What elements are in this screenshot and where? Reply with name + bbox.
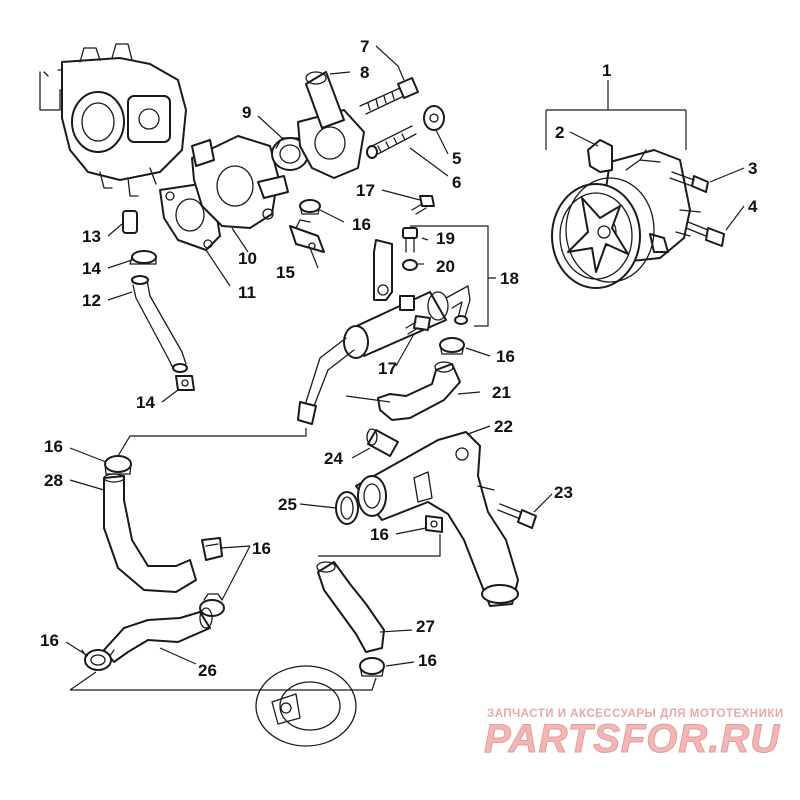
- leader-lines: [65, 45, 745, 691]
- clamp-16-housing: [299, 199, 321, 215]
- clamp-16-right: [439, 337, 465, 355]
- callout-16-housing: 16: [352, 215, 371, 234]
- callout-22: 22: [494, 417, 513, 436]
- callout-3: 3: [748, 159, 757, 178]
- sensor-15: [289, 219, 325, 253]
- callout-17-upper: 17: [356, 181, 375, 200]
- callout-14-upper: 14: [82, 259, 101, 278]
- callout-16-middle: 16: [370, 525, 389, 544]
- clamp-16-pair-upper: [201, 537, 223, 561]
- water-pipe-22: [355, 431, 519, 607]
- callout-12: 12: [82, 291, 101, 310]
- pipe-assembly-18: [297, 239, 471, 425]
- callout-18: 18: [500, 269, 519, 288]
- callout-5: 5: [452, 149, 461, 168]
- callout-6: 6: [452, 173, 461, 192]
- callout-26: 26: [198, 661, 217, 680]
- callout-15: 15: [276, 263, 295, 282]
- plug-13: [122, 210, 138, 234]
- callout-19: 19: [436, 229, 455, 248]
- hose-26: [103, 607, 213, 663]
- thermostat-housing-10: [191, 135, 289, 229]
- hose-27: [316, 561, 385, 653]
- callout-16-left-upper: 16: [44, 437, 63, 456]
- callout-23: 23: [554, 483, 573, 502]
- callout-1: 1: [602, 61, 611, 80]
- pump-pulley-2: [551, 139, 655, 289]
- callout-8: 8: [360, 63, 369, 82]
- watermark: ЗАПЧАСТИ И АКСЕССУАРЫ ДЛЯ МОТОТЕХНИКИ PA…: [484, 708, 784, 762]
- callout-16-bottom-center: 16: [418, 651, 437, 670]
- callout-10: 10: [238, 249, 257, 268]
- callout-16-bottom-left: 16: [40, 631, 59, 650]
- clamp-16-bottom-left: [81, 649, 115, 671]
- watermark-tagline: ЗАПЧАСТИ И АКСЕССУАРЫ ДЛЯ МОТОТЕХНИКИ: [487, 708, 784, 720]
- callout-16-right: 16: [496, 347, 515, 366]
- bolt-6: [366, 125, 417, 159]
- callout-labels: 1 2 3 4 5 6 7 8 9 10 11 12 13 14 14 15 1…: [40, 37, 758, 680]
- callout-13: 13: [82, 227, 101, 246]
- callout-24: 24: [324, 449, 343, 468]
- bolt-17-lower: [405, 315, 431, 335]
- clamp-14-upper: [129, 250, 157, 265]
- thermostat-cap-8: [297, 71, 365, 179]
- callout-2: 2: [555, 123, 564, 142]
- hose-12: [131, 275, 188, 373]
- hose-21: [377, 361, 461, 421]
- bolt-23: [497, 503, 537, 529]
- callout-4: 4: [748, 197, 758, 216]
- clamp-16-left-upper: [104, 455, 132, 475]
- callout-28: 28: [44, 471, 63, 490]
- callout-7: 7: [360, 37, 369, 56]
- washer-20: [402, 259, 418, 271]
- o-ring-25: [335, 491, 359, 525]
- clamp-14-lower: [175, 375, 195, 391]
- throttle-body: [39, 43, 187, 197]
- watermark-brand: PARTSFOR.RU: [484, 717, 780, 761]
- sleeve-24: [366, 428, 399, 457]
- nut-5: [423, 105, 445, 131]
- bolt-3: [669, 171, 709, 193]
- callout-16-pair: 16: [252, 539, 271, 558]
- callout-25: 25: [278, 495, 297, 514]
- bolt-19: [402, 227, 418, 253]
- hose-28: [103, 473, 197, 593]
- callout-27: 27: [416, 617, 435, 636]
- clamp-16-middle: [425, 515, 443, 533]
- bolt-17-upper: [411, 195, 435, 215]
- clamp-16-pair-lower: [199, 593, 225, 617]
- engine-water-fitting: [255, 665, 357, 747]
- callout-11: 11: [238, 283, 256, 302]
- bolt-4: [685, 221, 725, 247]
- clamp-16-bottom-center: [359, 657, 385, 677]
- callout-17-lower: 17: [378, 359, 397, 378]
- callout-9: 9: [242, 103, 251, 122]
- bolt-7: [359, 77, 419, 115]
- callout-20: 20: [436, 257, 455, 276]
- callout-14-lower: 14: [136, 393, 155, 412]
- callout-21: 21: [492, 383, 511, 402]
